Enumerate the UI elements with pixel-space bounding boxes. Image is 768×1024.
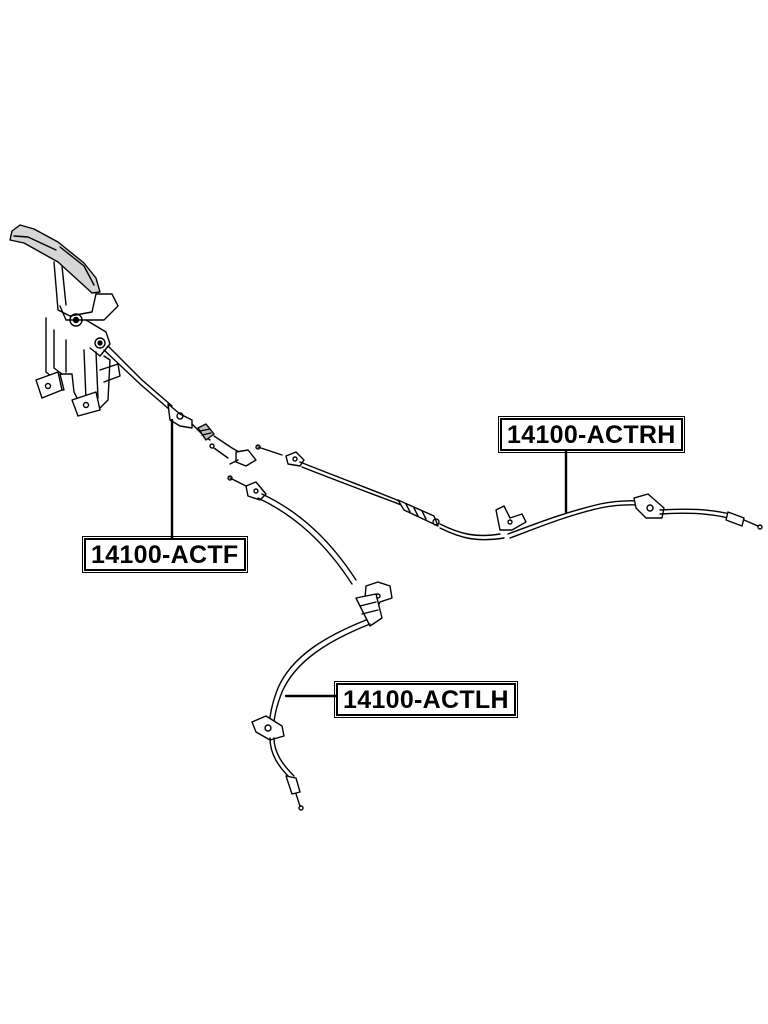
leader-lines <box>170 418 568 698</box>
hand-brake-lever <box>9 224 121 417</box>
part-label-actrh: 14100-ACTRH <box>498 416 685 453</box>
rear-right-brake-cable <box>255 444 763 541</box>
part-label-actlh: 14100-ACTLH <box>334 681 518 718</box>
rear-left-brake-cable <box>227 475 393 811</box>
part-label-actf: 14100-ACTF <box>82 536 248 573</box>
front-brake-cable <box>103 345 257 467</box>
